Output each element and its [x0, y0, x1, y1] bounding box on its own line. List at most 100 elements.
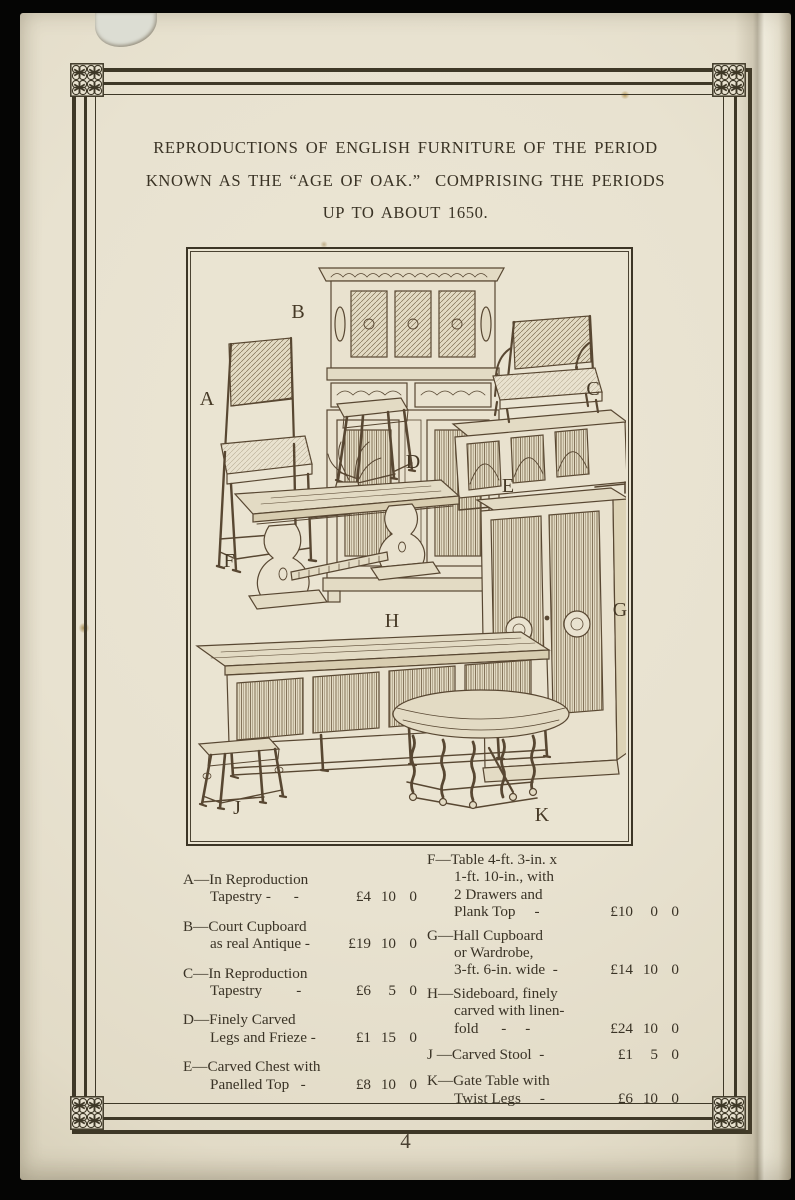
plate-label-b: B: [291, 301, 305, 323]
price-item-b: B—Court Cupboard as real Antique - £19 1…: [183, 918, 417, 953]
price-shillings: 5: [388, 982, 396, 1000]
item-line: Plank Top -: [454, 903, 540, 921]
item-price: £24 10 0: [601, 1020, 679, 1037]
item-line: carved with linen-: [454, 1002, 565, 1020]
price-list-left-column: A—In Reproduction Tapestry - - £4 10 0 B…: [183, 871, 417, 1105]
item-line: Legs and Frieze -: [210, 1028, 316, 1046]
rosette-ornament-icon: [70, 63, 104, 97]
item-price: £19 10 0: [339, 935, 417, 952]
sketch-armchair: [492, 314, 603, 424]
item-line: Twist Legs -: [454, 1089, 545, 1107]
price-pounds: £1: [617, 1046, 633, 1064]
furniture-illustration-plate: [186, 247, 633, 846]
item-line: 1-ft. 10-in., with: [454, 868, 554, 886]
price-pence: 0: [671, 1089, 679, 1107]
item-description: G—Hall Cupboard or Wardrobe, 3-ft. 6-in.…: [427, 927, 601, 979]
item-description: C—In Reproduction Tapestry -: [183, 965, 339, 1000]
price-item-c: C—In Reproduction Tapestry - £6 5 0: [183, 965, 417, 1000]
price-item-g: G—Hall Cupboard or Wardrobe, 3-ft. 6-in.…: [427, 927, 679, 979]
item-description: B—Court Cupboard as real Antique -: [183, 918, 339, 953]
title-line: KNOWN AS THE “AGE OF OAK.” COMPRISING TH…: [145, 170, 666, 190]
price-pence: 0: [671, 961, 679, 979]
price-shillings: 15: [380, 1028, 396, 1046]
item-letter: A—: [183, 871, 210, 888]
item-description: H—Sideboard, finely carved with linen- f…: [427, 985, 601, 1037]
item-price: £1 5 0: [601, 1046, 679, 1063]
rosette-ornament-icon: [70, 1096, 104, 1130]
item-line: 2 Drawers and: [454, 885, 543, 903]
price-item-f: F—Table 4-ft. 3-in. x 1-ft. 10-in., with…: [427, 851, 679, 921]
item-letter: H—: [427, 984, 454, 1002]
price-item-e: E—Carved Chest with Panelled Top - £8 10…: [183, 1058, 417, 1093]
item-price: £10 0 0: [601, 903, 679, 920]
price-shillings: 10: [642, 961, 658, 979]
price-shillings: 5: [650, 1046, 658, 1064]
item-line: In Reproduction: [209, 871, 309, 888]
item-price: £1 15 0: [339, 1029, 417, 1046]
item-description: A—In Reproduction Tapestry - -: [183, 871, 339, 906]
price-pence: 0: [671, 903, 679, 921]
item-letter: D—: [183, 1011, 210, 1029]
plate-label-f: F: [223, 550, 235, 572]
foxing-stain: [620, 91, 630, 99]
item-line: or Wardrobe,: [454, 944, 534, 962]
item-line: Finely Carved: [209, 1011, 296, 1029]
price-pounds: £14: [610, 961, 633, 979]
item-price: £14 10 0: [601, 961, 679, 978]
price-pounds: £6: [355, 982, 371, 1000]
title-line: UP TO ABOUT 1650.: [322, 203, 489, 222]
item-line: 3-ft. 6-in. wide -: [454, 961, 558, 979]
item-description: E—Carved Chest with Panelled Top -: [183, 1058, 339, 1093]
price-pounds: £8: [355, 1075, 371, 1093]
sketch-carved-stool: [197, 737, 288, 811]
plate-label-c: C: [586, 378, 600, 400]
price-pounds: £24: [610, 1019, 633, 1037]
item-description: F—Table 4-ft. 3-in. x 1-ft. 10-in., with…: [427, 851, 601, 921]
price-item-a: A—In Reproduction Tapestry - - £4 10 0: [183, 871, 417, 906]
rosette-ornament-icon: [712, 63, 746, 97]
item-letter: G—: [427, 926, 454, 944]
item-line: Gate Table with: [453, 1072, 550, 1090]
item-price: £8 10 0: [339, 1076, 417, 1093]
item-letter: F—: [427, 851, 451, 868]
sketch-trestle-table: [233, 441, 461, 610]
price-shillings: 10: [642, 1089, 658, 1107]
item-line: In Reproduction: [208, 964, 308, 982]
sketch-gate-table: [392, 689, 570, 810]
rosette-ornament-icon: [712, 1096, 746, 1130]
item-letter: J —: [427, 1046, 452, 1064]
title-line: REPRODUCTIONS OF ENGLISH FURNITURE OF TH…: [153, 138, 658, 157]
item-price: £4 10 0: [339, 888, 417, 905]
plate-label-j: J: [233, 797, 241, 819]
item-letter: K—: [427, 1072, 454, 1090]
item-line: Table 4-ft. 3-in. x: [450, 851, 558, 868]
item-description: D—Finely Carved Legs and Frieze -: [183, 1011, 339, 1046]
item-description: J —Carved Stool -: [427, 1046, 601, 1063]
page-fold-crease: [735, 13, 791, 1180]
item-letter: C—: [183, 964, 209, 982]
item-line: Carved Chest with: [207, 1058, 321, 1076]
foxing-stain: [78, 623, 90, 633]
price-pence: 0: [409, 982, 417, 1000]
price-list-right-column: F—Table 4-ft. 3-in. x 1-ft. 10-in., with…: [427, 851, 679, 1119]
item-price: £6 5 0: [339, 982, 417, 999]
price-pounds: £6: [617, 1089, 633, 1107]
plate-inner-rule: [190, 251, 629, 842]
price-shillings: 0: [650, 903, 658, 921]
item-line: Panelled Top -: [210, 1075, 306, 1093]
plate-label-k: K: [534, 804, 550, 826]
item-line: Sideboard, finely: [453, 984, 558, 1002]
plate-label-e: E: [501, 475, 515, 497]
item-line: Tapestry -: [210, 982, 302, 1000]
item-price: £6 10 0: [601, 1090, 679, 1107]
item-line: Court Cupboard: [208, 917, 307, 935]
price-item-k: K—Gate Table with Twist Legs - £6 10 0: [427, 1072, 679, 1107]
torn-edge-chip: [95, 13, 157, 47]
price-shillings: 10: [380, 935, 396, 953]
price-pounds: £19: [348, 935, 371, 953]
plate-label-a: A: [199, 388, 215, 410]
price-shillings: 10: [380, 888, 396, 906]
plate-label-g: G: [612, 599, 628, 621]
item-description: K—Gate Table with Twist Legs -: [427, 1072, 601, 1107]
